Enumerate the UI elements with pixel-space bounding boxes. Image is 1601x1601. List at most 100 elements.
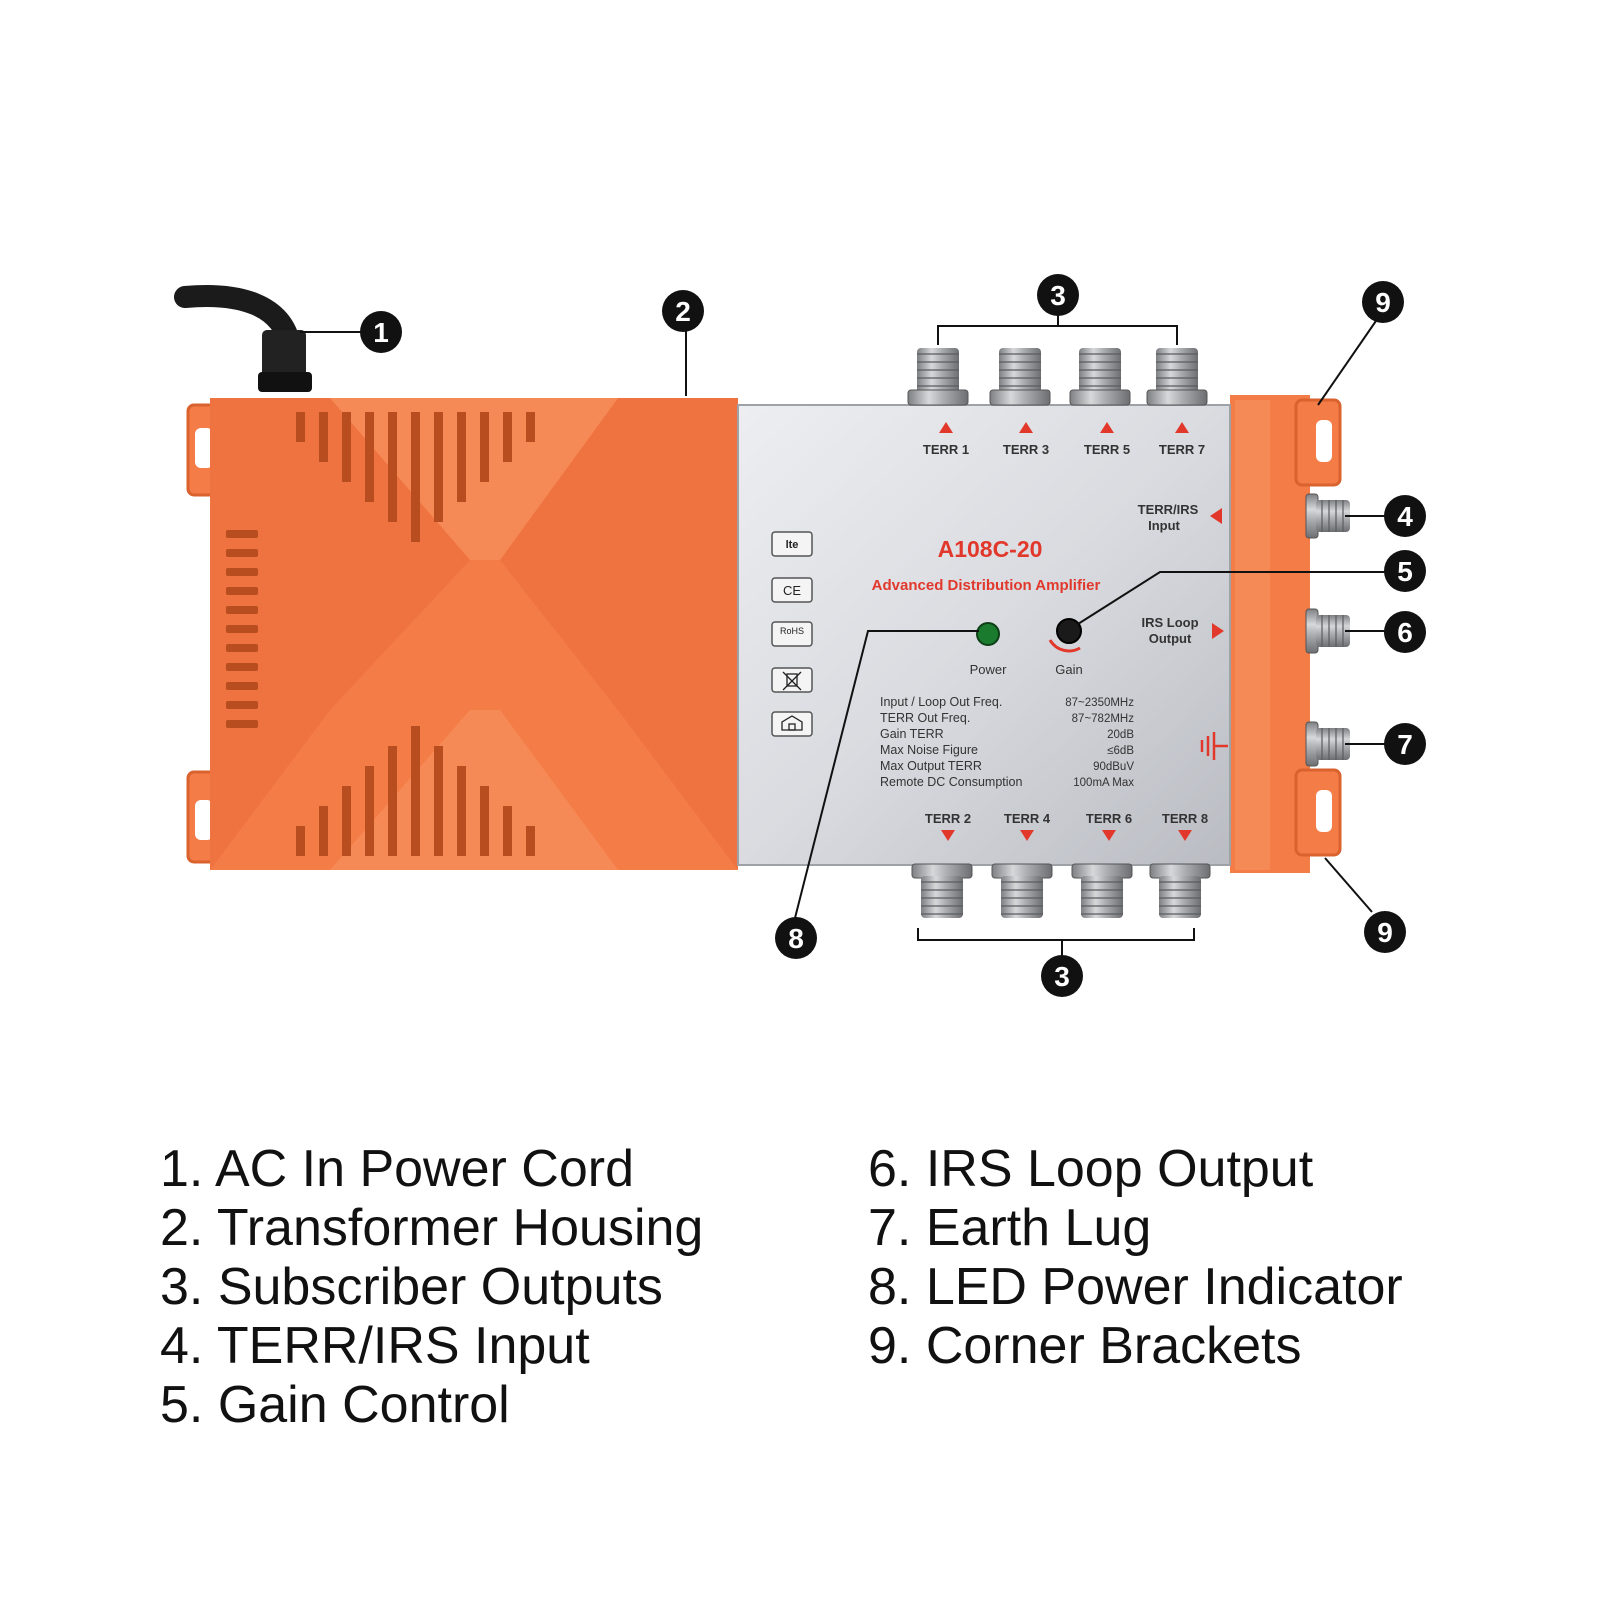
- vent-slot: [226, 720, 258, 728]
- vent-slot: [457, 412, 466, 502]
- product-subtitle: Advanced Distribution Amplifier: [872, 577, 1101, 594]
- irs-loop-output-arrow-icon: [1212, 623, 1224, 639]
- bottom-f-connector-3[interactable]: [1071, 863, 1133, 918]
- vent-slot: [296, 412, 305, 442]
- vent-slot: [480, 412, 489, 482]
- vent-slot: [226, 701, 258, 709]
- legend-item-irs-loop-output: 6. IRS Loop Output: [868, 1140, 1314, 1198]
- bottom-f-connector-1[interactable]: [911, 863, 973, 918]
- down-arrow-icon: [1102, 830, 1116, 841]
- terr-irs-input-arrow-icon: [1210, 508, 1222, 524]
- callout-badge-7: 7: [1384, 723, 1426, 765]
- gain-label: Gain: [1055, 662, 1082, 677]
- spec-label: Max Noise Figure: [880, 743, 978, 757]
- callout-badge-9: 9: [1362, 281, 1404, 323]
- irs-loop-output-connector[interactable]: [1305, 608, 1350, 654]
- spec-label: TERR Out Freq.: [880, 711, 970, 725]
- callout-badge-9: 9: [1364, 911, 1406, 953]
- vent-slot: [226, 549, 258, 557]
- model-number: A108C-20: [938, 536, 1043, 562]
- rohs-badge: RoHS: [780, 626, 804, 636]
- top-f-connector-4[interactable]: [1146, 348, 1208, 406]
- vent-slot: [480, 786, 489, 856]
- callout-badge-2: 2: [662, 290, 704, 332]
- ce-badge: CE: [783, 583, 801, 598]
- vent-slot: [434, 412, 443, 522]
- top-f-connector-3[interactable]: [1069, 348, 1131, 406]
- svg-text:2: 2: [675, 296, 691, 327]
- terr-irs-input-label-1: TERR/IRS: [1138, 502, 1199, 517]
- vent-slot: [434, 746, 443, 856]
- callout-badge-3: 3: [1041, 955, 1083, 997]
- spec-label: Input / Loop Out Freq.: [880, 695, 1002, 709]
- spec-value: 100mA Max: [1073, 777, 1134, 789]
- callout-badges: 1 2 3 3 4 5 6 7 8 9 9: [360, 274, 1426, 997]
- bottom-port-label: TERR 4: [1004, 811, 1051, 826]
- down-arrow-icon: [1178, 830, 1192, 841]
- vent-slot: [226, 644, 258, 652]
- svg-text:3: 3: [1050, 280, 1066, 311]
- vent-slot: [226, 568, 258, 576]
- irs-loop-output-label-2: Output: [1149, 631, 1192, 646]
- vent-slot: [226, 530, 258, 538]
- terr-irs-input-label-2: Input: [1148, 518, 1180, 533]
- irs-loop-output-label-1: IRS Loop: [1141, 615, 1198, 630]
- vent-slot: [503, 412, 512, 462]
- right-bracket-housing: [1230, 395, 1342, 873]
- earth-lug-connector[interactable]: [1305, 721, 1350, 767]
- up-arrow-icon: [1100, 422, 1114, 433]
- power-cord: [174, 285, 312, 392]
- legend-item-earth-lug: 7. Earth Lug: [868, 1199, 1152, 1257]
- top-port-label: TERR 5: [1084, 442, 1130, 457]
- up-arrow-icon: [939, 422, 953, 433]
- bottom-f-connector-2[interactable]: [991, 863, 1053, 918]
- legend-item-power-cord: 1. AC In Power Cord: [160, 1140, 634, 1198]
- top-f-connector-1[interactable]: [907, 348, 969, 406]
- gain-control-knob[interactable]: [1056, 618, 1082, 644]
- legend-item-corner-brackets: 9. Corner Brackets: [868, 1317, 1302, 1375]
- callout-badge-8: 8: [775, 917, 817, 959]
- svg-text:7: 7: [1397, 729, 1413, 760]
- svg-text:5: 5: [1397, 556, 1413, 587]
- spec-value: 90dBuV: [1093, 761, 1134, 773]
- legend-item-gain-control: 5. Gain Control: [160, 1376, 510, 1434]
- top-port-label: TERR 7: [1159, 442, 1205, 457]
- vent-slot: [411, 412, 420, 542]
- callout-badge-3: 3: [1037, 274, 1079, 316]
- callout-badge-5: 5: [1384, 550, 1426, 592]
- vent-slot: [226, 606, 258, 614]
- svg-text:3: 3: [1054, 961, 1070, 992]
- svg-text:9: 9: [1377, 917, 1393, 948]
- bottom-f-connector-4[interactable]: [1149, 863, 1211, 918]
- legend-item-transformer-housing: 2. Transformer Housing: [160, 1199, 704, 1257]
- top-port-label: TERR 3: [1003, 442, 1049, 457]
- vent-slot: [365, 766, 374, 856]
- up-arrow-icon: [1019, 422, 1033, 433]
- spec-value: 87~782MHz: [1072, 713, 1135, 725]
- terr-irs-input-connector[interactable]: [1305, 493, 1350, 539]
- down-arrow-icon: [1020, 830, 1034, 841]
- earth-symbol-icon: [1200, 732, 1228, 760]
- spec-label: Gain TERR: [880, 727, 944, 741]
- vent-slot: [457, 766, 466, 856]
- vent-slot: [388, 746, 397, 856]
- bottom-port-label: TERR 2: [925, 811, 971, 826]
- spec-label: Remote DC Consumption: [880, 775, 1022, 789]
- spec-value: ≤6dB: [1107, 745, 1134, 757]
- vent-slot: [319, 806, 328, 856]
- legend-right: 6. IRS Loop Output 7. Earth Lug 8. LED P…: [868, 1140, 1403, 1376]
- callout-badge-6: 6: [1384, 611, 1426, 653]
- bottom-port-label: TERR 8: [1162, 811, 1208, 826]
- gain-rotate-arrow-icon: [1048, 639, 1081, 653]
- vent-slot: [365, 412, 374, 502]
- top-f-connector-2[interactable]: [989, 348, 1051, 406]
- callout-badge-4: 4: [1384, 495, 1426, 537]
- vent-slot: [388, 412, 397, 522]
- callout-badge-1: 1: [360, 311, 402, 353]
- vent-slot: [226, 663, 258, 671]
- power-label: Power: [970, 662, 1008, 677]
